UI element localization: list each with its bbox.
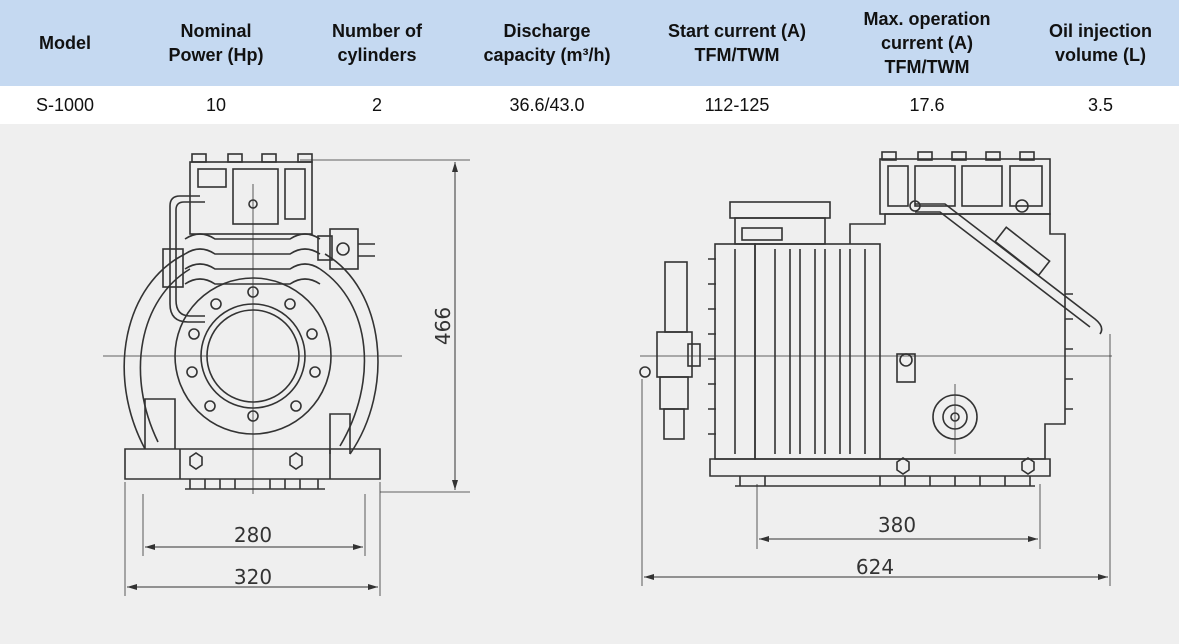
cell-discharge-capacity: 36.6/43.0	[452, 86, 642, 124]
header-model: Model	[0, 0, 130, 86]
dimension-width-320: 320	[234, 565, 272, 589]
technical-drawing-area: 466 280 320	[0, 124, 1179, 644]
side-view-dimensions	[641, 334, 1111, 586]
table-row: S-1000 10 2 36.6/43.0 112-125 17.6 3.5	[0, 86, 1179, 124]
front-view-drawing	[103, 153, 402, 494]
header-max-operation-current: Max. operation current (A) TFM/TWM	[832, 0, 1022, 86]
header-row: Model Nominal Power (Hp) Number of cylin…	[0, 0, 1179, 86]
spec-table: Model Nominal Power (Hp) Number of cylin…	[0, 0, 1179, 124]
side-view-drawing	[639, 151, 1112, 487]
cell-start-current: 112-125	[642, 86, 832, 124]
dimension-width-280: 280	[234, 523, 272, 547]
technical-drawing: 466 280 320	[103, 151, 1112, 596]
header-discharge-capacity: Discharge capacity (m³/h)	[452, 0, 642, 86]
dimension-length-380: 380	[878, 513, 916, 537]
header-nominal-power: Nominal Power (Hp)	[130, 0, 302, 86]
dimension-height-466: 466	[431, 307, 455, 345]
dimension-length-624: 624	[856, 555, 894, 579]
header-oil-injection: Oil injection volume (L)	[1022, 0, 1179, 86]
cell-oil-injection: 3.5	[1022, 86, 1179, 124]
front-view-dimensions	[124, 159, 470, 596]
header-cylinders: Number of cylinders	[302, 0, 452, 86]
cell-max-operation-current: 17.6	[832, 86, 1022, 124]
cell-cylinders: 2	[302, 86, 452, 124]
header-start-current: Start current (A) TFM/TWM	[642, 0, 832, 86]
cell-model: S-1000	[0, 86, 130, 124]
cell-nominal-power: 10	[130, 86, 302, 124]
